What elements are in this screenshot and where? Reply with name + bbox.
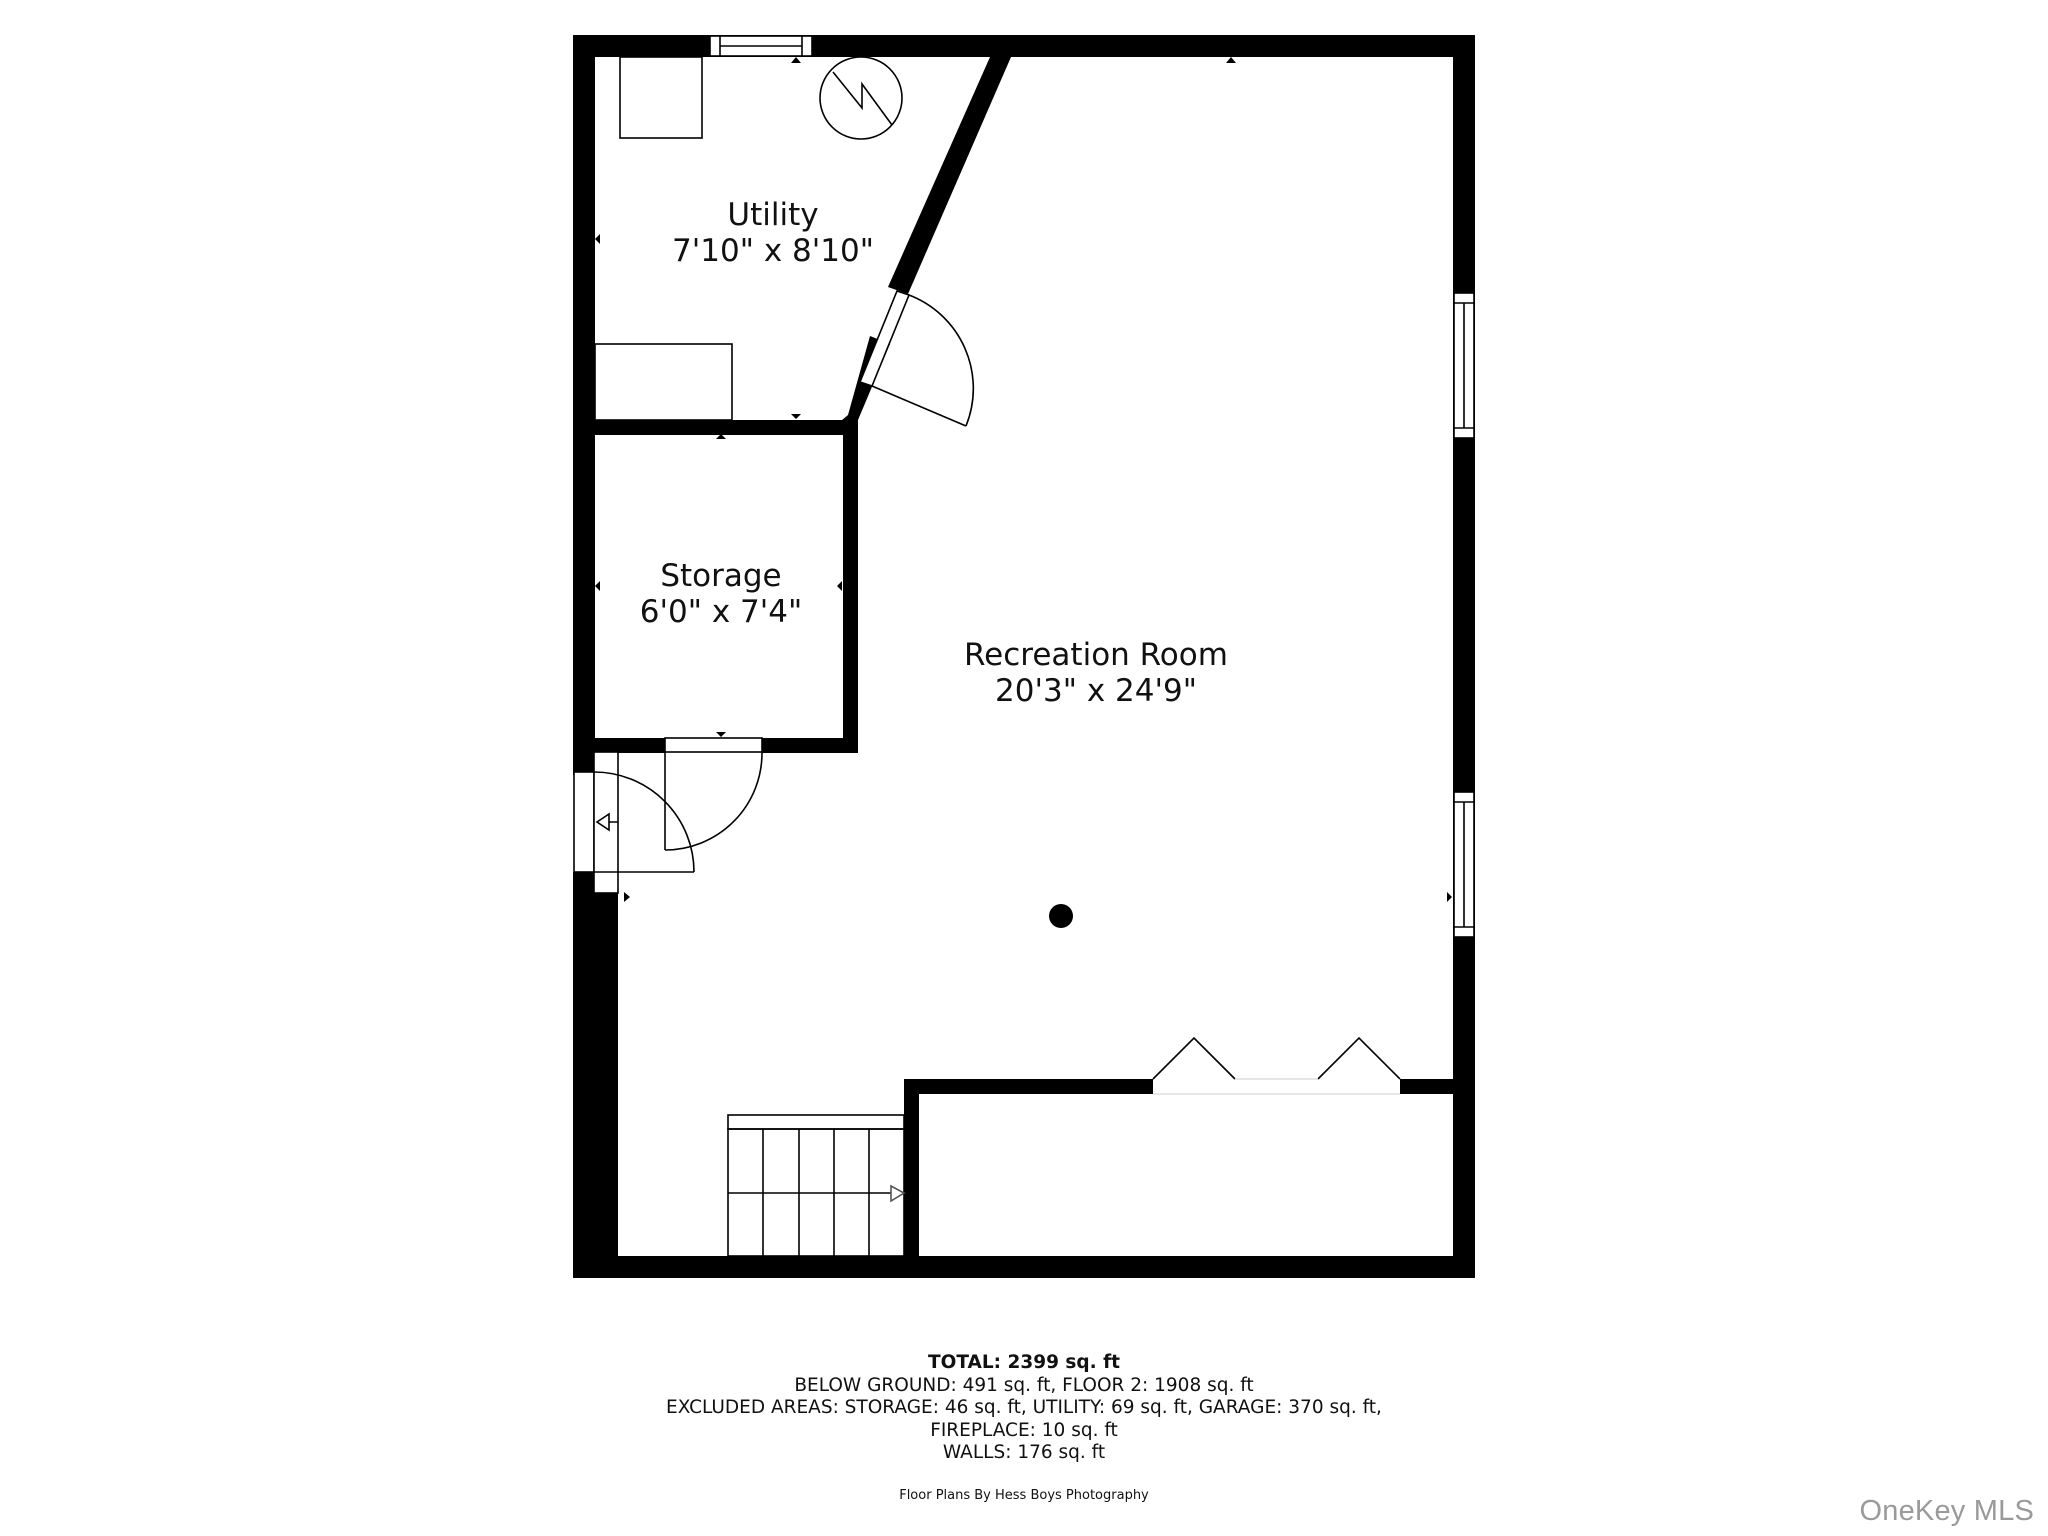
window-top <box>709 35 813 57</box>
room-dimensions: 6'0" x 7'4" <box>640 594 803 630</box>
wall-right <box>1453 35 1475 1278</box>
door-icon <box>573 751 695 894</box>
area-line-fireplace: FIREPLACE: 10 sq. ft <box>930 1419 1118 1441</box>
wall-box-top-left <box>904 1079 1153 1094</box>
wall-utility-storage <box>595 420 858 435</box>
total-area: TOTAL: 2399 sq. ft <box>927 1352 1121 1373</box>
area-line-excluded: EXCLUDED AREAS: STORAGE: 46 sq. ft, UTIL… <box>666 1397 1382 1418</box>
area-line-walls: WALLS: 176 sq. ft <box>942 1442 1106 1463</box>
window-right-upper <box>1453 292 1475 439</box>
room-dimensions: 20'3" x 24'9" <box>995 673 1197 709</box>
wall-box-left <box>904 1079 919 1269</box>
door-icon <box>858 290 975 427</box>
stairs-icon <box>727 1114 906 1257</box>
room-name: Utility <box>727 197 818 233</box>
area-summary: TOTAL: 2399 sq. ft BELOW GROUND: 491 sq.… <box>0 1352 2048 1465</box>
wall-storage-bottom-left <box>595 738 665 753</box>
credit-text: Floor Plans By Hess Boys Photography <box>899 1488 1149 1503</box>
wall-storage-bottom-right <box>762 738 858 753</box>
wall-left-lower <box>573 872 595 1278</box>
room-label-utility: Utility 7'10" x 8'10" <box>672 197 874 269</box>
room-label-storage: Storage 6'0" x 7'4" <box>640 558 803 630</box>
wall-left-upper <box>573 35 595 775</box>
room-dimensions: 7'10" x 8'10" <box>672 233 874 269</box>
room-name: Storage <box>660 558 781 594</box>
utility-appliance-box <box>619 56 703 139</box>
door-icon <box>1152 1036 1401 1095</box>
wall-storage-right <box>843 420 858 753</box>
wall-diagonal <box>888 57 1011 294</box>
wall-bottom <box>573 1256 1475 1278</box>
room-name: Recreation Room <box>964 637 1228 673</box>
wall-left-lower-thick <box>595 893 618 1278</box>
area-line-floors: BELOW GROUND: 491 sq. ft, FLOOR 2: 1908 … <box>794 1374 1254 1396</box>
wall-box-top-right <box>1400 1079 1455 1094</box>
utility-counter-box <box>594 343 733 421</box>
window-right-lower <box>1453 791 1475 938</box>
water-heater-icon <box>819 56 903 140</box>
door-icon <box>664 737 763 851</box>
dimension-markers <box>595 57 1452 902</box>
watermark: OneKey MLS <box>1859 1495 2034 1527</box>
wall-top <box>573 35 1475 57</box>
room-label-recreation: Recreation Room 20'3" x 24'9" <box>964 637 1228 709</box>
column-icon <box>1049 904 1073 928</box>
